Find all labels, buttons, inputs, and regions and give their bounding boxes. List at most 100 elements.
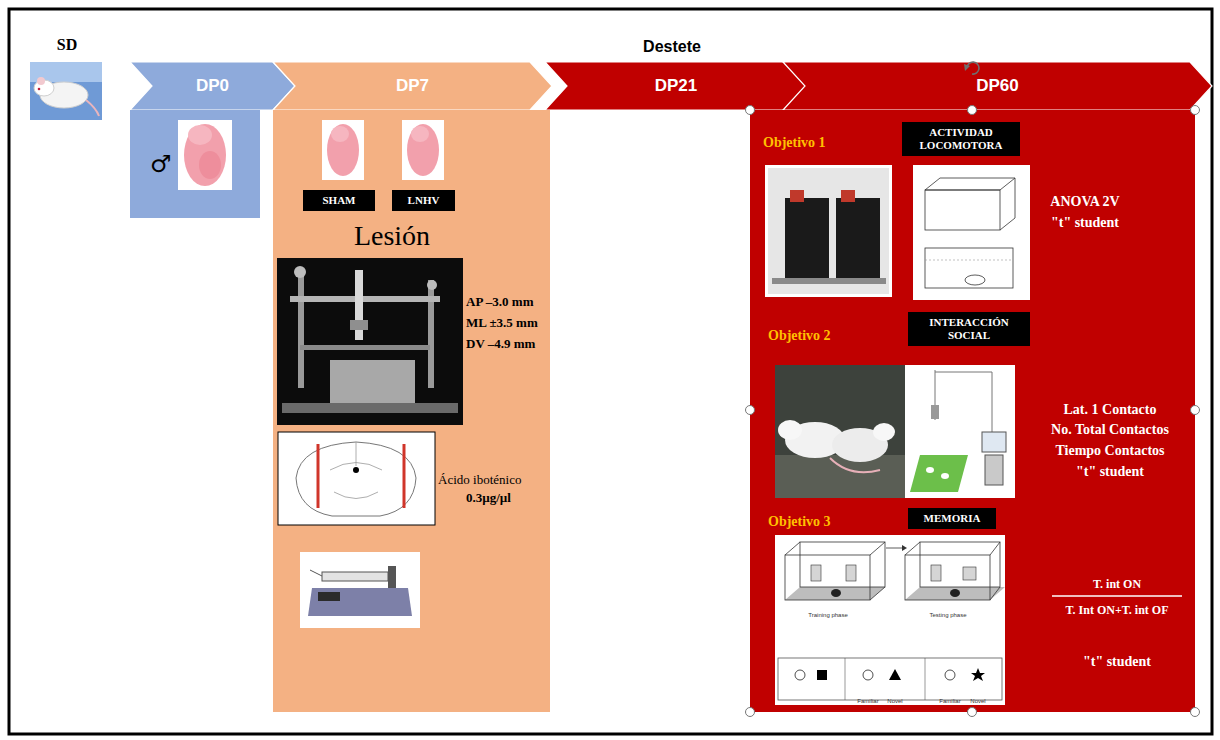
tag-text: MEMORIA xyxy=(913,512,991,525)
memory-figure xyxy=(800,542,885,587)
fraction-bar xyxy=(1052,595,1182,597)
locomotor-schematic xyxy=(925,178,1015,190)
tag-text: SHAM xyxy=(308,194,370,207)
stereotaxic-frame xyxy=(298,268,304,388)
brain-section xyxy=(317,444,320,508)
stereotaxic-frame xyxy=(427,280,437,290)
text-holder: Training phase xyxy=(808,603,847,621)
brain-section xyxy=(330,442,382,499)
infusion-pump xyxy=(300,552,420,628)
text-holder: Testing phase xyxy=(929,603,966,621)
memory-figure xyxy=(905,587,1005,600)
selection-handles xyxy=(746,708,755,717)
objective-title: Objetivo 1 xyxy=(763,135,826,150)
text-holder: Familiar xyxy=(857,689,878,707)
stereotaxic-frame xyxy=(350,320,368,330)
text-holder: Objetivo 2 xyxy=(768,326,831,344)
chevron-outline xyxy=(130,62,295,110)
text-holder: SD xyxy=(57,36,77,54)
text-holder: ML ±3.5 mm xyxy=(466,313,538,331)
social-schematic xyxy=(992,372,993,432)
memory-figure xyxy=(950,589,960,597)
selection-handles xyxy=(968,106,977,115)
brain-section xyxy=(353,467,359,473)
memory-figure xyxy=(889,669,901,680)
selection-handles xyxy=(1191,106,1200,115)
text-holder: Novel xyxy=(970,689,985,707)
memory-figure xyxy=(905,542,920,555)
subject-panel: ♂ xyxy=(130,110,260,218)
object-label: Familiar xyxy=(857,698,878,704)
infusion-pump xyxy=(300,552,420,628)
rat-icon xyxy=(37,77,45,85)
fraction-bar xyxy=(1052,596,1182,597)
infusion-pump xyxy=(310,570,322,576)
locomotor-photo xyxy=(836,198,880,278)
locomotor-photo xyxy=(765,165,892,297)
group-tag: LNHV xyxy=(392,190,455,211)
memory-figure xyxy=(863,670,873,680)
tag-text: ACTIVIDAD LOCOMOTORA xyxy=(907,126,1015,152)
tag-text: LNHV xyxy=(397,194,450,207)
memory-figure xyxy=(963,567,976,580)
drug-name: Ácido iboténico xyxy=(438,472,521,487)
selection-handles xyxy=(746,62,1200,716)
pup-picture xyxy=(322,120,364,180)
selection-handles xyxy=(968,708,977,717)
infusion-pump xyxy=(388,566,396,588)
memory-figure xyxy=(990,587,1000,600)
test-tag: MEMORIA xyxy=(908,508,996,529)
social-photo xyxy=(873,423,895,441)
stereotaxic-frame xyxy=(277,258,463,425)
memory-figure xyxy=(920,542,1000,587)
test-tag: ACTIVIDAD LOCOMOTORA xyxy=(902,122,1020,156)
memory-figure xyxy=(775,535,1005,705)
timeline-chevron: DP7 xyxy=(273,62,552,110)
social-photo xyxy=(830,458,880,472)
statistics-text: "t" student xyxy=(1083,654,1151,669)
statistics-text: "t" student xyxy=(1051,215,1119,230)
social-schematic xyxy=(985,455,1003,485)
text-holder: Lat. 1 Contacto xyxy=(1064,400,1157,418)
coordinate-text: AP –3.0 mm xyxy=(466,294,534,309)
memory-figure xyxy=(785,587,885,600)
social-schematic xyxy=(905,365,1015,498)
social-photo xyxy=(775,365,905,498)
chevron-outline xyxy=(783,62,1212,110)
locomotor-schematic xyxy=(1015,178,1016,218)
object-label: Familiar xyxy=(939,698,960,704)
brain-section xyxy=(278,432,435,525)
timeline-chevron: DP60 xyxy=(783,62,1212,110)
rat-icon xyxy=(86,100,99,116)
social-schematic xyxy=(935,372,992,373)
locomotor-photo xyxy=(785,198,829,278)
object-label: Novel xyxy=(887,698,902,704)
memory-figure xyxy=(778,658,1002,700)
locomotor-photo xyxy=(772,278,886,284)
pup-picture xyxy=(402,120,444,180)
lesion-panel: LesiónAP –3.0 mmML ±3.5 mmDV –4.9 mmÁcid… xyxy=(273,110,550,712)
memory-figure xyxy=(831,589,841,597)
text-holder: "t" student xyxy=(1051,213,1119,231)
pup-picture xyxy=(331,126,349,142)
locomotor-schematic xyxy=(1000,218,1015,230)
sex-symbol: ♂ xyxy=(150,150,172,178)
memory-figure xyxy=(785,542,800,555)
text-holder: No. Total Contactos xyxy=(1051,420,1169,438)
text-holder: "t" student xyxy=(1076,462,1144,480)
stereotaxic-frame xyxy=(282,403,458,413)
selection-handles xyxy=(967,62,979,74)
stage-label: DP60 xyxy=(976,76,1019,96)
social-photo xyxy=(778,420,802,440)
page-frame xyxy=(9,9,1212,734)
selection-handles xyxy=(1191,708,1200,717)
memory-figure xyxy=(931,565,941,581)
measure-text: Lat. 1 Contacto xyxy=(1064,402,1157,417)
rat-icon xyxy=(38,88,41,91)
stereotaxic-frame xyxy=(428,280,434,388)
stage-label: DP21 xyxy=(655,76,698,96)
timeline-chevron: DP0 xyxy=(130,62,295,110)
chevron-outline xyxy=(273,62,552,110)
